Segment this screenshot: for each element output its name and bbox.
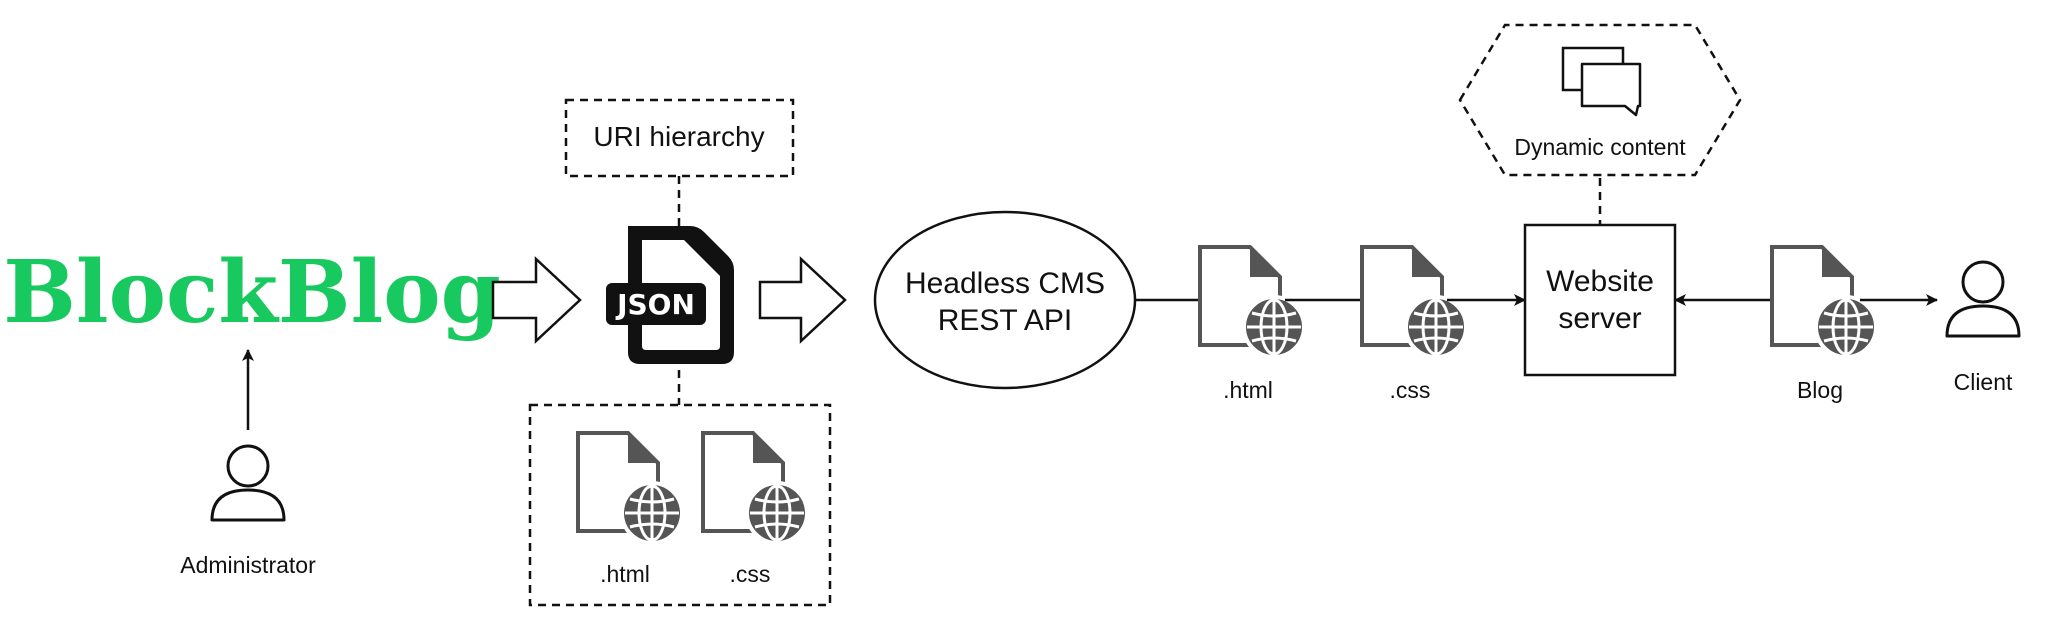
server-line2: server: [1558, 302, 1641, 335]
blog-label: Blog: [1797, 377, 1843, 403]
website-server-node: [1523, 223, 1677, 377]
cms-line1: Headless CMS: [905, 267, 1105, 300]
template-html-label: .html: [600, 561, 650, 587]
json-badge: JSON: [615, 288, 695, 321]
server-line1: Website: [1546, 265, 1654, 298]
administrator-label: Administrator: [180, 552, 316, 578]
json-file-icon: JSON: [606, 226, 734, 364]
blog-file-icon: [1770, 245, 1878, 359]
template-css-label: .css: [730, 561, 771, 587]
client-icon: [1945, 260, 2021, 338]
flow-html-label: .html: [1223, 377, 1273, 403]
headless-cms-node: [873, 210, 1137, 390]
brand-to-json-arrow: [491, 256, 582, 344]
administrator-icon: [210, 444, 286, 522]
json-to-cms-arrow: [758, 256, 847, 344]
chat-bubbles-icon: [1561, 46, 1642, 117]
uri-hierarchy-box: [564, 98, 795, 178]
brand-logo: BlockBlog: [3, 242, 501, 343]
flow-html-file-icon: [1198, 245, 1306, 359]
cms-line2: REST API: [938, 304, 1073, 337]
dynamic-content-label: Dynamic content: [1514, 134, 1686, 160]
client-label: Client: [1954, 369, 2013, 395]
flow-css-file-icon: [1360, 245, 1468, 359]
flow-css-label: .css: [1390, 377, 1431, 403]
uri-hierarchy-label: URI hierarchy: [593, 121, 764, 152]
